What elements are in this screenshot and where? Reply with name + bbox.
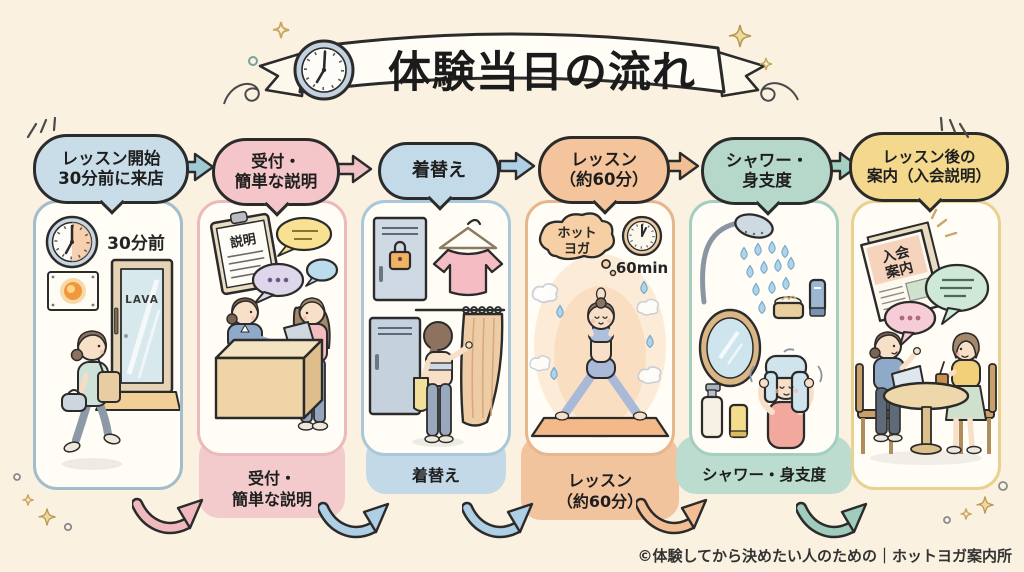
swoosh-arrow-icon: [796, 501, 868, 539]
mirror: [698, 308, 762, 388]
lotion-tube-yellow: [728, 403, 749, 439]
title-clock-icon: [293, 39, 355, 101]
dot-decoration: [63, 522, 73, 532]
step6-card: 入会 案内: [851, 200, 1001, 490]
towel-drying-woman: [749, 348, 823, 450]
lotion-tube-blue: [808, 278, 827, 317]
step5-header-bubble: シャワー・ 身支度: [701, 137, 833, 205]
wall-clock-icon: [45, 215, 99, 269]
step5-card: [689, 200, 839, 456]
step1-card: 30分前 LAVA: [33, 200, 183, 490]
step4-footer-line2: （約60分）: [556, 491, 644, 511]
thought-line1: ホット: [557, 226, 596, 241]
explanation-clipboard: 説明: [209, 210, 281, 296]
sparkle-icon: [975, 495, 995, 515]
step3-header-line1: 着替え: [412, 160, 466, 182]
chat-bubbles: [251, 216, 339, 305]
sparkle-icon: [21, 493, 35, 507]
step3-footer-line1: 着替え: [411, 465, 460, 485]
shirt-on-hanger: [432, 218, 504, 297]
page-title: 体験当日の流れ: [388, 48, 696, 98]
clipboard-label: 説明: [229, 231, 257, 251]
step1-header-bubble: レッスン開始 30分前に来店: [33, 134, 189, 204]
step3-header-bubble: 着替え: [378, 142, 500, 200]
studio-sign-label: LAVA: [125, 294, 159, 306]
changing-curtain: [460, 306, 504, 427]
swoosh-arrow-icon: [636, 497, 708, 535]
step3-card: [361, 200, 511, 456]
arrival-illustration: 30分前 LAVA: [45, 215, 180, 470]
swoosh-arrow-icon: [318, 501, 390, 539]
hot-yoga-thought-bubble: ホット ヨガ: [538, 212, 617, 277]
pump-bottle: [700, 383, 724, 439]
step6-header-line2: 案内（入会説明）: [866, 167, 991, 185]
step5-header-line1: シャワー・: [725, 150, 809, 170]
yoga-mat: [530, 416, 670, 438]
steam-puff: [529, 355, 551, 372]
step1-header-line2: 30分前に来店: [58, 169, 164, 188]
sparkle-icon: [37, 507, 57, 527]
step6-header-bubble: レッスン後の 案内（入会説明）: [849, 132, 1009, 202]
pamphlet-line2: 案内: [883, 259, 915, 283]
step4-card: ホット ヨガ 60min: [525, 200, 675, 456]
steam-puff: [636, 298, 660, 316]
steam-puff: [531, 282, 559, 304]
step4-footer-line1: レッスン: [567, 471, 632, 491]
hot-yoga-lesson-illustration: ホット ヨガ 60min: [529, 212, 670, 438]
shower-illustration: [698, 213, 827, 450]
dot-decoration: [13, 473, 21, 481]
shine-lines: [930, 208, 958, 238]
step4-header-line1: レッスン: [571, 149, 637, 169]
sparkle-icon: [959, 507, 973, 521]
studio-door: LAVA: [110, 258, 174, 394]
locker-with-lock: [372, 216, 428, 302]
changing-room-illustration: [368, 216, 506, 447]
enrollment-guide-illustration: 入会 案内: [855, 208, 997, 465]
flow-arrow-icon: [498, 151, 536, 181]
entrance-lamp: [47, 271, 99, 311]
step4-header-line2: （約60分）: [559, 170, 649, 189]
conversation-bubbles: [883, 263, 990, 347]
reception-desk: [214, 321, 324, 420]
changing-woman: [412, 321, 473, 447]
cream-jar: [772, 295, 805, 320]
step2-header-line1: 受付・: [251, 151, 301, 171]
lesson-clock-icon: [621, 215, 663, 257]
step6-header-line1: レッスン後の: [882, 148, 976, 167]
steam-puff: [637, 366, 662, 385]
step2-card: 説明: [197, 200, 347, 456]
title-ribbon: [258, 32, 766, 101]
step4-header-bubble: レッスン （約60分）: [538, 136, 670, 204]
pamphlet-line1: 入会: [880, 243, 912, 267]
step5-header-line2: 身支度: [742, 171, 792, 190]
flow-arrow-icon: [335, 154, 373, 184]
time-label: 30分前: [107, 233, 165, 254]
step5-footer-line1: シャワー・身支度: [701, 466, 826, 485]
dot-decoration: [943, 516, 951, 524]
duration-label: 60min: [616, 259, 668, 277]
ribbon-band: [298, 32, 726, 94]
thought-line2: ヨガ: [564, 242, 590, 257]
step2-header-line2: 簡単な説明: [234, 172, 318, 191]
reception-illustration: 説明: [209, 210, 339, 431]
speed-lines-left: [26, 116, 57, 139]
copyright-credit: ©体験してから決めたい人のための｜ホットヨガ案内所: [637, 547, 1012, 565]
step2-footer-line2: 簡単な説明: [231, 489, 312, 509]
cafe-table: [882, 361, 970, 455]
step2-header-bubble: 受付・ 簡単な説明: [212, 138, 340, 206]
yoga-woman: [530, 287, 670, 438]
dot-decoration: [998, 481, 1008, 491]
step1-header-line1: レッスン開始: [61, 148, 161, 168]
swoosh-arrow-icon: [462, 501, 534, 539]
locker-lower: [368, 316, 422, 416]
shower-head: [700, 213, 774, 305]
step2-footer-line1: 受付・: [247, 469, 296, 489]
arriving-woman: [61, 330, 122, 470]
swoosh-arrow-icon: [132, 497, 204, 535]
